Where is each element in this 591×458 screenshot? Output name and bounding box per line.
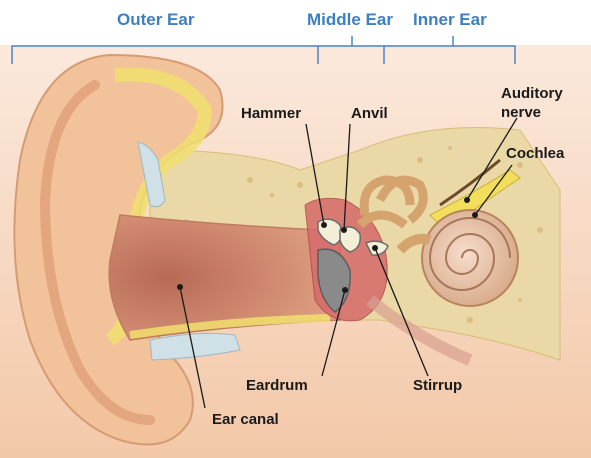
label-hammer: Hammer [241, 105, 302, 122]
section-title-middle-ear: Middle Ear [307, 10, 393, 29]
section-title-inner-ear: Inner Ear [413, 10, 487, 29]
section-title-outer-ear: Outer Ear [117, 10, 195, 29]
lower-cartilage-patch [149, 332, 241, 361]
leader-dots [177, 197, 478, 293]
label-cochlea: Cochlea [506, 145, 565, 162]
label-ear-canal: Ear canal [212, 411, 279, 428]
cochlea-spiral [428, 217, 511, 291]
leader-lines [179, 117, 518, 409]
label-anvil: Anvil [351, 105, 388, 122]
helix-fold [39, 80, 155, 425]
vestibule [396, 233, 432, 254]
eustachian-tube [366, 295, 473, 366]
eardrum-membrane [317, 248, 351, 313]
lower-canal-wall [129, 314, 331, 339]
anvil-bone [339, 226, 362, 253]
label-stirrup: Stirrup [413, 377, 463, 394]
nerve-channel [439, 158, 501, 207]
cochlea-shell [421, 209, 519, 307]
cartilage-patch [137, 141, 166, 208]
label-eardrum: Eardrum [246, 377, 308, 394]
label-auditory-nerve: Auditory nerve [501, 85, 563, 121]
semicircular-canals [356, 175, 428, 229]
section-brackets [11, 36, 516, 64]
